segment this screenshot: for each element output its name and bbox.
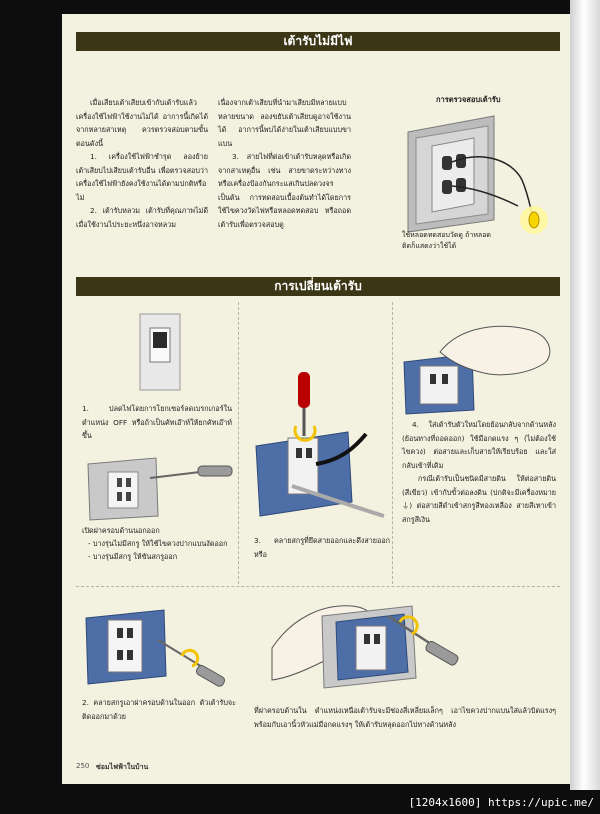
no-screw-note: - บางรุ่นไม่มีสกรู ให้ใช้ไขควงปากแบนงัดอ… [88,539,228,548]
loose-socket-text: เนื่องจากเต้าเสียบที่นำมาเสียบมีหลายแบบห… [218,98,351,148]
step-3-text: 3. คลายสกรูที่ยึดสายออกและดึงสายออก หรือ [254,536,390,559]
inner-cover-illustration [85,609,226,687]
step-4-text: 4. ใส่เต้ารับตัวใหม่โดยย้อนกลับจากด้านหล… [402,418,556,526]
step-2-text: 2. คลายสกรูเอาฝาครอบด้านในออก ตัวเต้ารับ… [82,698,236,721]
book-title: ซ่อมไฟฟ้าในบ้าน [96,763,149,771]
remove-wire-illustration [255,372,385,518]
release-text: ที่ฝาครอบด้านใน ตำแหน่งเหนือเต้ารับจะมีช… [254,706,556,729]
breaker-switch-illustration [139,313,181,391]
open-cover-label: เปิดฝาครอบด้านนอกออก [82,526,160,535]
release-socket-illustration [271,605,459,689]
outlet-test-illustration [407,115,548,234]
step-1-text: 1. ปลดไฟโดยการโยกเซอร์ลดเบรกเกอร์ในตำแหน… [82,404,232,440]
column-2: เนื่องจากเต้าเสียบที่นำมาเสียบมีหลายแบบห… [218,96,351,231]
intro-paragraph: เมื่อเสียบเต้าเสียบเข้ากับเต้ารับแล้ว เค… [76,98,208,148]
book-page: เต้ารับไม่มีไฟ เมื่อเสียบเต้าเสียบเข้ากั… [62,14,570,784]
section-title-no-power: เต้ารับไม่มีไฟ [76,32,560,51]
image-watermark: [1204x1600] https://upic.me/ [408,796,594,809]
book-spine [570,0,600,790]
cause-3: 3. สายไฟที่ต่อเข้าเต้ารับหลุดหรือเกิดจาก… [218,152,351,229]
step-4-instruction: 4. ใส่เต้ารับตัวใหม่โดยย้อนกลับจากด้านหล… [402,420,556,470]
column-1: เมื่อเสียบเต้าเสียบเข้ากับเต้ารับแล้ว เค… [76,96,208,231]
check-caption: ใช้หลอดทดสอบวัดดู ถ้าหลอดติดก็แสดงว่าใช้… [402,231,491,250]
insert-socket-illustration [403,325,551,415]
cause-2: 2. เต้ารับหลวม เต้ารับที่คุณภาพไม่ดี เมื… [76,206,208,229]
ground-wire-note: กรณีเต้ารับเป็นชนิดมีสายดิน ให้ต่อสายดิน… [402,474,556,524]
open-cover-text: เปิดฝาครอบด้านนอกออก - บางรุ่นไม่มีสกรู … [82,524,232,563]
cause-1: 1. เครื่องใช้ไฟฟ้าชำรุด ลองย้ายเต้าเสียบ… [76,152,208,202]
page-number: 250 [76,762,90,770]
section-title-replace-socket: การเปลี่ยนเต้ารับ [76,277,560,296]
with-screw-note: - บางรุ่นมีสกรู ให้ขันสกรูออก [88,552,178,561]
outer-cover-illustration [87,457,233,521]
check-title: การตรวจสอบเต้ารับ [436,95,501,104]
